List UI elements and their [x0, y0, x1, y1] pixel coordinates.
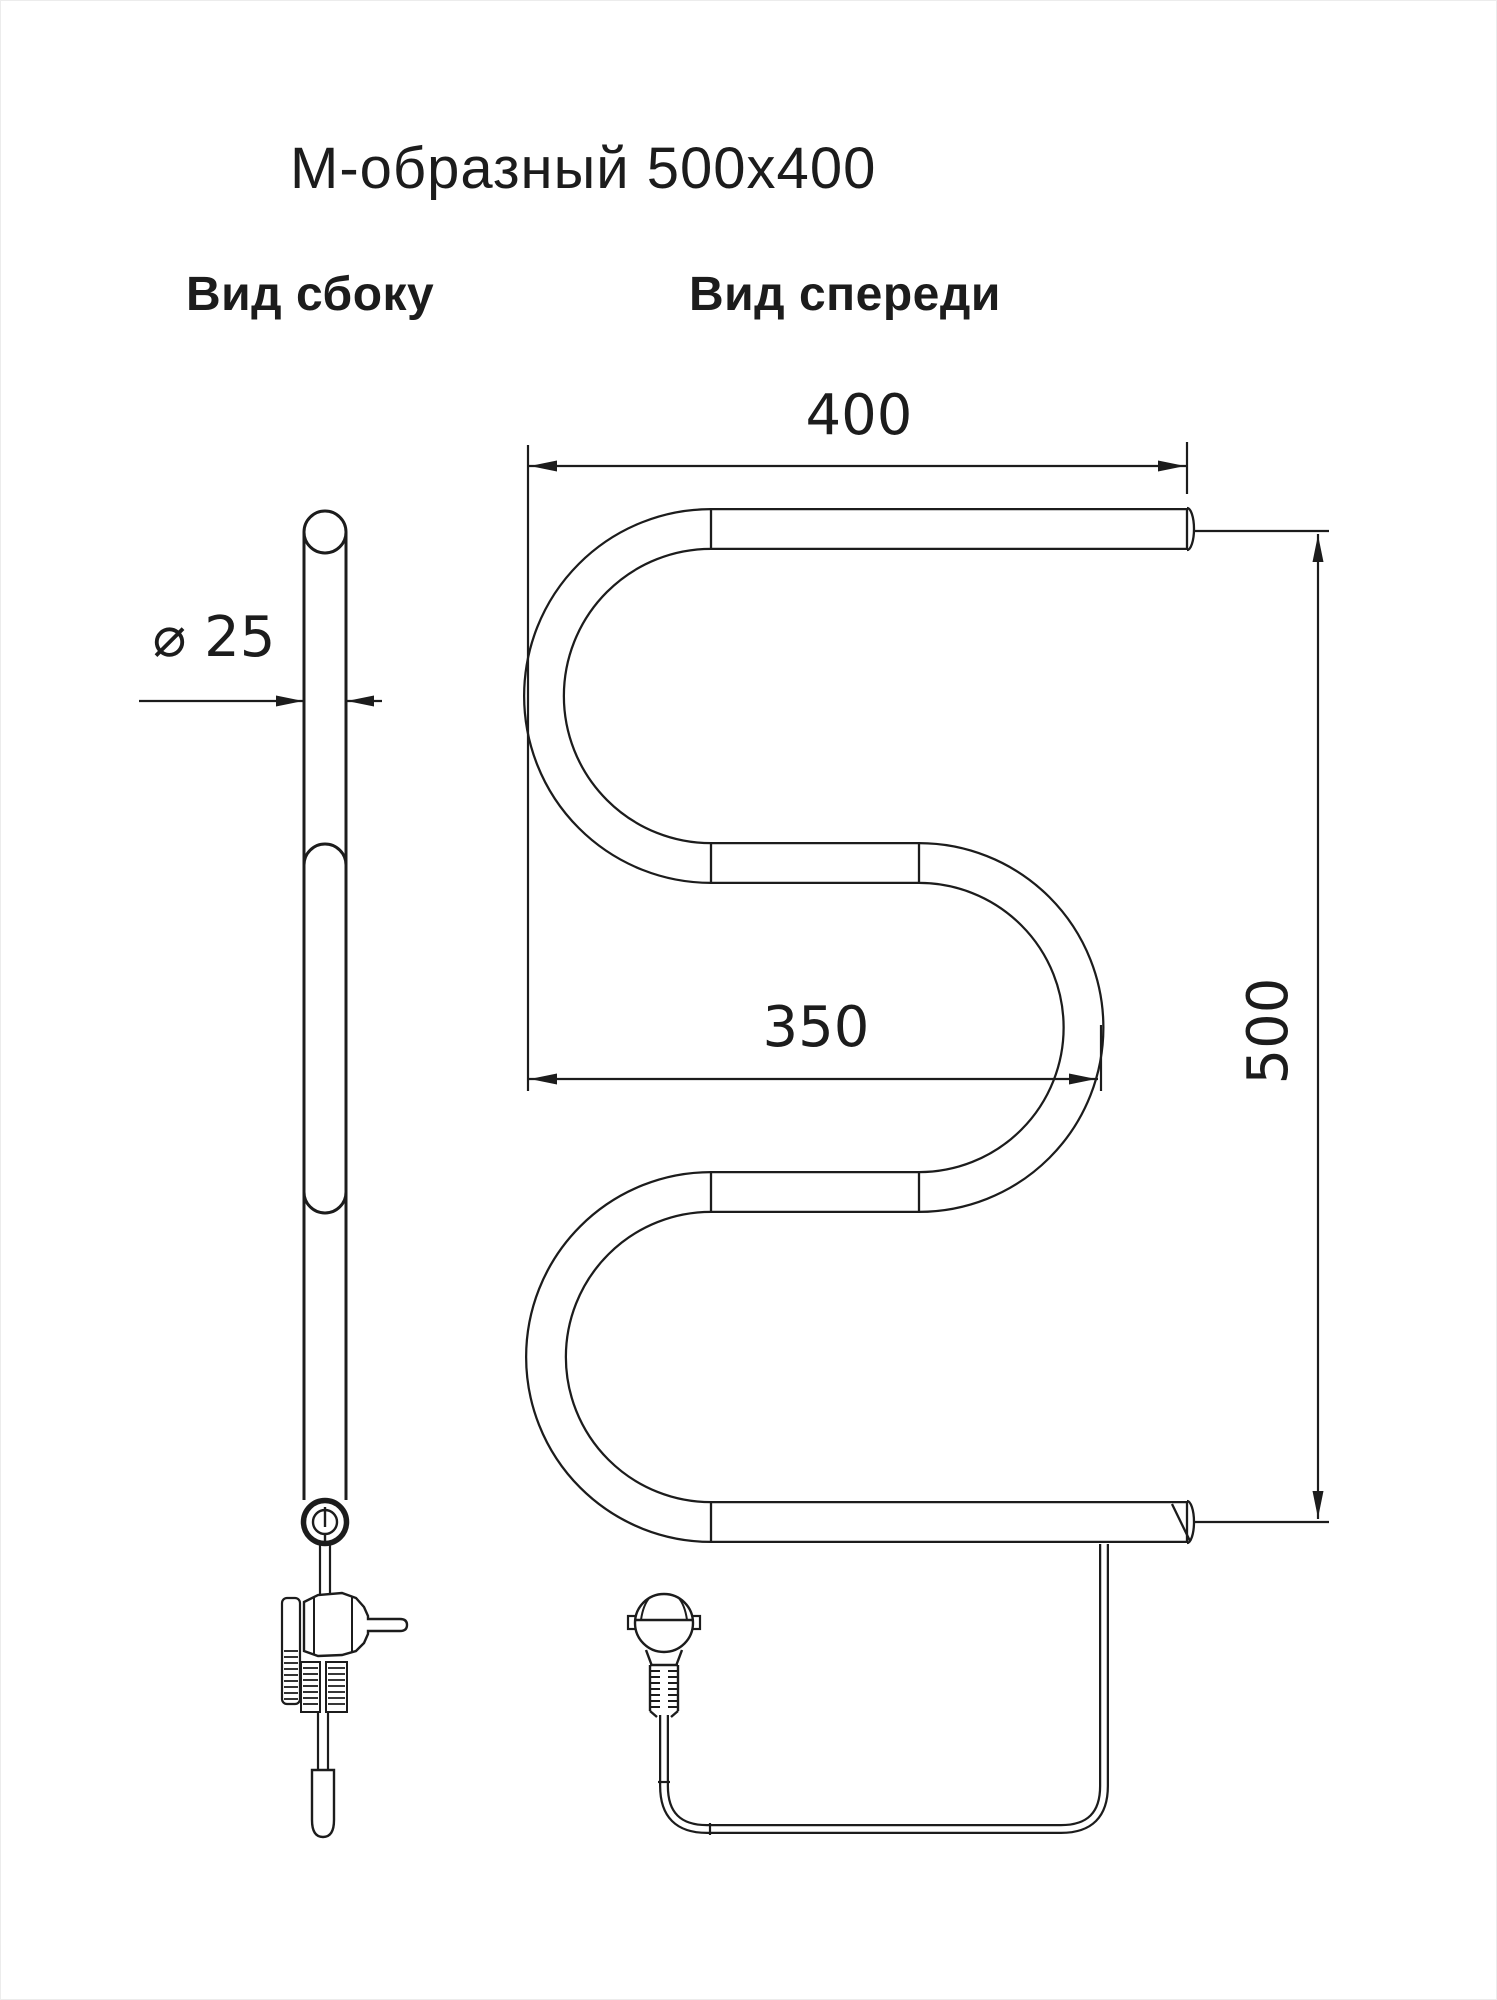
front-pipe-inner — [525, 510, 1187, 1541]
front-power-cable — [658, 1544, 1109, 1835]
dimension-label-pipe-diameter: ⌀ 25 — [152, 605, 276, 670]
page-title: М-образный 500x400 — [290, 136, 877, 201]
side-strain-relief — [300, 1661, 348, 1713]
side-cable-tip — [310, 1768, 336, 1839]
side-cable-upper — [318, 1544, 332, 1595]
dimension-label-top-width: 400 — [805, 383, 913, 448]
side-heating-element-cap — [300, 1497, 350, 1547]
dimension-diameter-25 — [139, 695, 382, 707]
front-view — [523, 506, 1196, 1835]
front-view-label: Вид спереди — [689, 268, 1001, 321]
dimension-350 — [528, 1025, 1103, 1091]
dimension-500 — [1195, 529, 1329, 1524]
front-pipe-end-caps — [1170, 506, 1196, 1545]
front-pipe-joint-ticks — [709, 508, 921, 1543]
dimension-lines — [139, 442, 1329, 1524]
dimension-400 — [528, 442, 1189, 494]
side-pipe — [302, 509, 348, 1500]
side-cable-lower — [310, 1712, 336, 1839]
side-plug — [302, 1591, 409, 1658]
front-plug — [626, 1592, 702, 1718]
side-pipe-joint-upper — [302, 842, 348, 866]
side-view-label: Вид сбоку — [186, 268, 435, 321]
dimension-label-height: 500 — [1236, 977, 1301, 1085]
side-pipe-joint-lower — [302, 1191, 348, 1215]
dimension-label-middle-width: 350 — [762, 995, 870, 1060]
side-pipe-top-cap — [302, 509, 348, 555]
side-view — [280, 509, 409, 1839]
side-mount-bracket — [280, 1596, 302, 1706]
